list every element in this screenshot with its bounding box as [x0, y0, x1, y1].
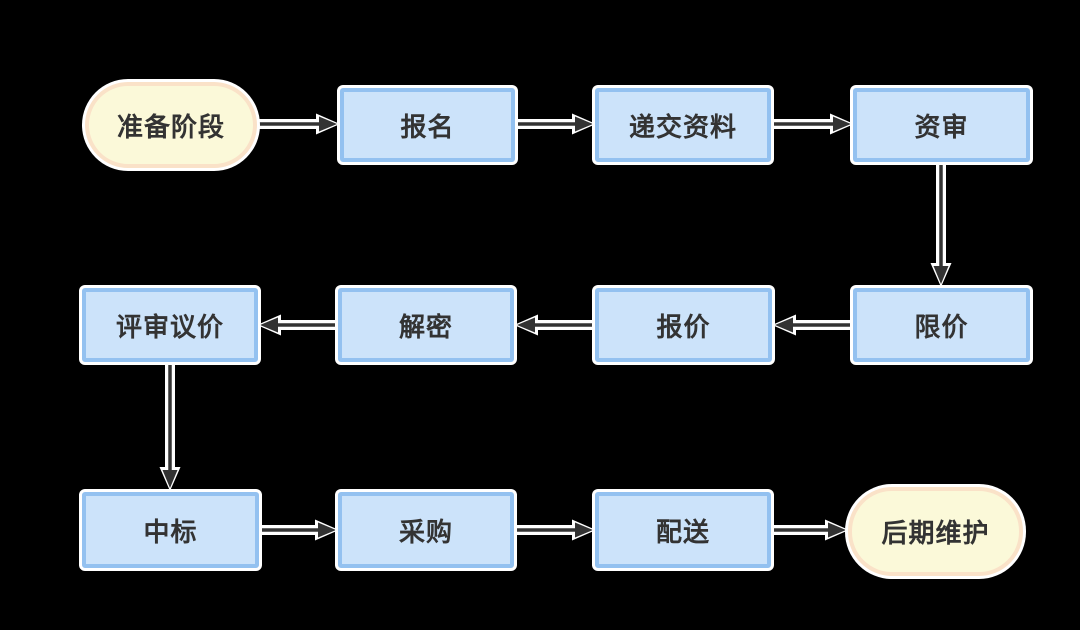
arrow-qualification-review-to-price-limit: [930, 164, 952, 287]
node-submit-materials-label: 递交资料: [628, 111, 737, 142]
arrow-decryption-to-review-negotiation: [257, 314, 336, 336]
node-win-bid-label: 中标: [143, 516, 198, 547]
node-maintenance: 后期维护: [848, 487, 1023, 576]
node-prepare-label: 准备阶段: [116, 111, 225, 142]
arrow-prepare-to-register: [259, 113, 340, 135]
node-price-limit-label: 限价: [914, 311, 969, 342]
node-win-bid: 中标: [82, 492, 259, 568]
node-review-negotiation-label: 评审议价: [115, 311, 224, 342]
node-quotation: 报价: [595, 288, 772, 362]
node-submit-materials: 递交资料: [595, 88, 771, 162]
node-prepare: 准备阶段: [85, 82, 257, 168]
node-quotation-label: 报价: [656, 311, 711, 342]
node-decryption-label: 解密: [398, 311, 453, 342]
arrow-submit-materials-to-qualification-review: [773, 113, 854, 135]
node-register-label: 报名: [400, 111, 455, 142]
node-decryption: 解密: [338, 288, 514, 362]
node-register: 报名: [340, 88, 515, 162]
arrow-price-limit-to-quotation: [772, 314, 851, 336]
node-price-limit: 限价: [853, 288, 1030, 362]
node-review-negotiation: 评审议价: [82, 288, 258, 362]
arrow-review-negotiation-to-win-bid: [159, 364, 181, 491]
arrow-quotation-to-decryption: [514, 314, 593, 336]
arrow-procurement-to-delivery: [517, 519, 596, 541]
node-procurement: 采购: [338, 492, 514, 568]
node-delivery-label: 配送: [655, 516, 710, 547]
node-delivery: 配送: [595, 492, 771, 568]
arrow-delivery-to-maintenance: [773, 519, 849, 541]
node-qualification-review: 资审: [853, 88, 1030, 162]
arrow-win-bid-to-procurement: [261, 519, 339, 541]
node-qualification-review-label: 资审: [914, 111, 969, 142]
node-maintenance-label: 后期维护: [881, 518, 990, 548]
arrow-register-to-submit-materials: [517, 113, 596, 135]
node-procurement-label: 采购: [398, 516, 453, 547]
